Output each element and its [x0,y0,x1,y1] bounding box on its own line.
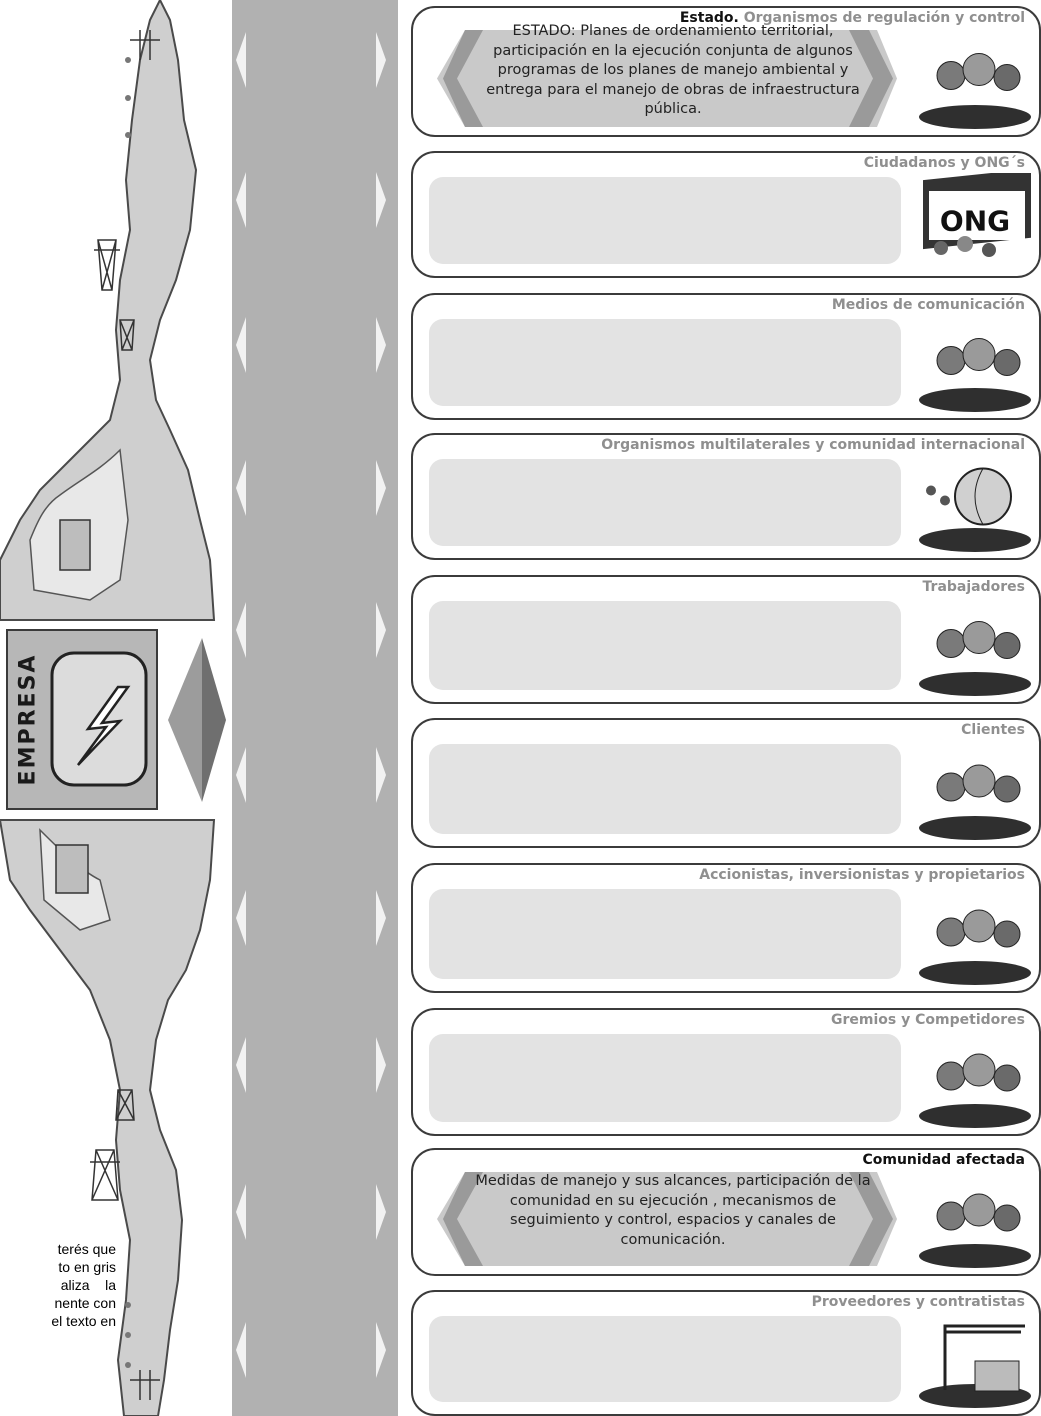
road-chevron-left [236,1322,246,1378]
road-chevron-left [236,890,246,946]
ong-sign-text: ONG [940,205,1010,238]
stakeholder-panel: Proveedores y contratistas [411,1290,1041,1416]
panel-title-label: Proveedores y contratistas [812,1294,1025,1310]
stakeholder-panel: Trabajadores [411,575,1041,704]
panel-title: Comunidad afectada [862,1152,1025,1168]
road-chevron-right [376,747,386,803]
community-people-icon [915,1170,1035,1270]
stakeholder-panel: Clientes [411,718,1041,848]
road-chevron-right [376,32,386,88]
panel-title: Trabajadores [923,579,1025,595]
panel-title-label: Gremios y Competidores [831,1012,1025,1028]
panel-title-label: Ciudadanos y ONG´s [864,155,1025,171]
panel-title: Estado. Organismos de regulación y contr… [680,10,1025,26]
road-chevron-left [236,1037,246,1093]
panel-empty-box [429,1034,901,1122]
side-note-text: terés que to en gris aliza la nente con … [0,1240,116,1330]
stakeholder-panel: Medios de comunicación [411,293,1041,420]
panel-title-label: Trabajadores [923,579,1025,595]
panel-empty-box [429,177,901,264]
stakeholder-panel: Gremios y Competidores [411,1008,1041,1136]
media-radio-tv-icon [915,315,1035,414]
panel-empty-box [429,601,901,690]
panel-title: Ciudadanos y ONG´s [864,155,1025,171]
panel-text: Medidas de manejo y sus alcances, partic… [473,1172,873,1250]
stakeholder-panel: Organismos multilaterales y comunidad in… [411,433,1041,560]
road-chevron-left [236,602,246,658]
panel-empty-box [429,459,901,546]
shareholders-group-icon [915,885,1035,987]
stakeholder-panel: Accionistas, inversionistas y propietari… [411,863,1041,993]
stakeholder-panel: ESTADO: Planes de ordenamiento territori… [411,6,1041,137]
panel-title: Clientes [961,722,1025,738]
stakeholder-panel: Medidas de manejo y sus alcances, partic… [411,1148,1041,1276]
road-chevron-right [376,1322,386,1378]
panel-title: Gremios y Competidores [831,1012,1025,1028]
bidirectional-arrow [160,630,230,810]
lightning-icon [48,647,152,793]
road-chevron-right [376,172,386,228]
panel-title-strong: Comunidad afectada [862,1152,1025,1168]
road-chevron-left [236,172,246,228]
company-label: EMPRESA [16,654,41,786]
clients-house-icon [915,740,1035,842]
panel-title-strong: Estado. [680,10,739,26]
road-band [232,0,398,1416]
panel-title-label: Accionistas, inversionistas y propietari… [699,867,1025,883]
panel-empty-box [429,889,901,979]
stakeholder-panel: Ciudadanos y ONG´s ONG [411,151,1041,278]
panel-text: ESTADO: Planes de ordenamiento territori… [473,22,873,120]
panel-empty-box [429,319,901,406]
ong-sign-icon: ONG [915,173,1035,272]
regulator-column-icon [915,28,1035,131]
road-chevron-right [376,1184,386,1240]
road-chevron-right [376,317,386,373]
panel-title-label: Organismos multilaterales y comunidad in… [601,437,1025,453]
panel-title: Accionistas, inversionistas y propietari… [699,867,1025,883]
road-chevron-left [236,460,246,516]
panel-title-label: Medios de comunicación [832,297,1025,313]
panel-title: Proveedores y contratistas [812,1294,1025,1310]
panel-empty-box [429,1316,901,1402]
panel-title: Medios de comunicación [832,297,1025,313]
road-chevron-right [376,460,386,516]
construction-crane-icon [915,1312,1035,1410]
road-chevron-right [376,602,386,658]
panel-title: Organismos multilaterales y comunidad in… [601,437,1025,453]
road-chevron-right [376,890,386,946]
road-chevron-left [236,32,246,88]
company-box: EMPRESA [6,629,158,810]
road-chevron-left [236,1184,246,1240]
road-chevron-left [236,317,246,373]
road-chevron-right [376,1037,386,1093]
road-chevrons [232,0,398,1416]
globe-network-icon [915,455,1035,554]
panel-title-label: Clientes [961,722,1025,738]
road-chevron-left [236,747,246,803]
powerline-landscape-icon [915,1030,1035,1130]
panel-empty-box [429,744,901,834]
workers-group-icon [915,597,1035,698]
panel-title-label: Organismos de regulación y control [739,10,1025,26]
